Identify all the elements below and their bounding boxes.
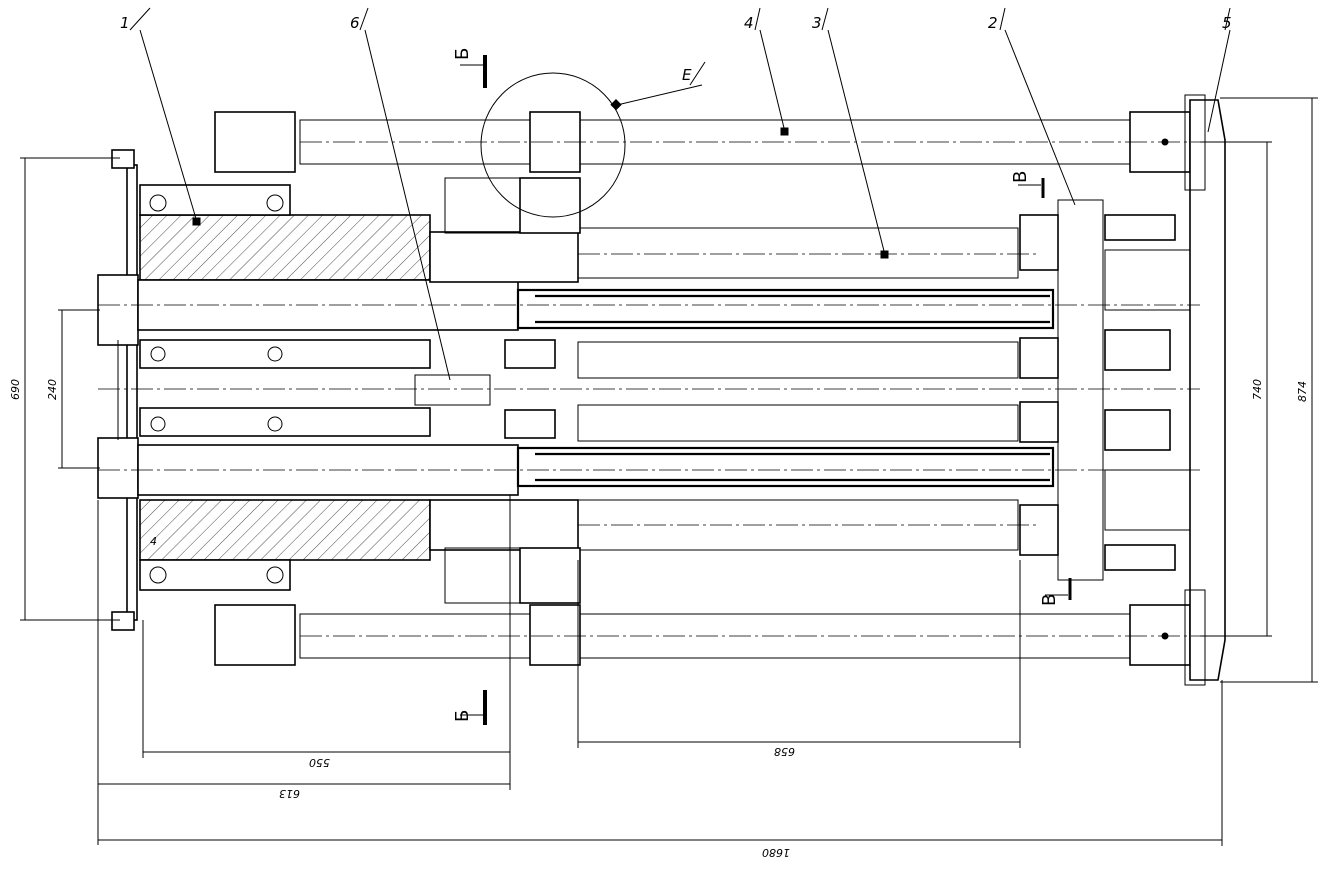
dim-874: 874 — [1296, 381, 1309, 402]
left-housing — [97, 149, 139, 631]
dim-613: 613 — [279, 787, 300, 800]
main-shafts — [137, 279, 1055, 496]
dim-1680: 1680 — [762, 846, 790, 859]
section-label-v-top: В — [1010, 171, 1031, 183]
label-item-5: 5 — [1222, 14, 1232, 32]
inner-drums — [139, 339, 431, 437]
label-item-3: 3 — [812, 14, 822, 32]
section-marks — [460, 55, 1072, 725]
end-plate — [1184, 94, 1226, 686]
dim-4: 4 — [150, 535, 157, 548]
label-item-1: 1 — [120, 14, 130, 32]
center-lines — [98, 141, 1200, 637]
section-label-b-top: Б — [452, 48, 473, 60]
section-label-v-bottom: В — [1039, 594, 1060, 606]
dim-658: 658 — [774, 745, 795, 758]
label-item-4: 4 — [744, 14, 754, 32]
section-label-b-bottom: Б — [452, 710, 473, 722]
detail-e-circle — [480, 61, 706, 218]
dim-740: 740 — [1251, 379, 1264, 400]
dim-690: 690 — [9, 379, 22, 400]
label-item-6: 6 — [350, 14, 360, 32]
dim-240: 240 — [46, 379, 59, 400]
right-clamps — [1019, 199, 1191, 581]
label-detail-e: Е — [682, 66, 692, 84]
small-cylinders — [414, 177, 581, 604]
label-item-2: 2 — [988, 14, 998, 32]
dim-550: 550 — [309, 756, 330, 769]
hatched-drum-bottom — [139, 499, 431, 591]
dimension-lines — [20, 97, 1318, 846]
leader-lines — [129, 7, 1231, 381]
hatched-drum-top — [139, 184, 431, 281]
